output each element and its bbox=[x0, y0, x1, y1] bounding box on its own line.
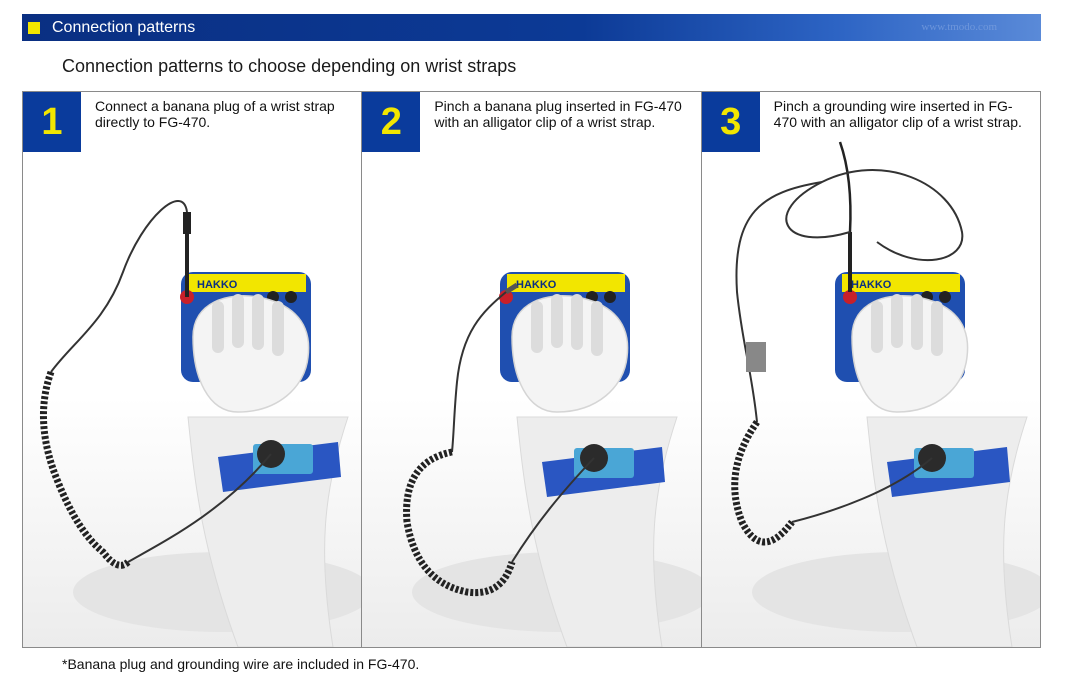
illustration-grounding-wire: HAKKO bbox=[730, 141, 1040, 647]
step-number-badge: 3 bbox=[701, 92, 760, 152]
section-header: Connection patterns www.tmodo.com bbox=[22, 14, 1041, 41]
header-square-icon bbox=[28, 22, 40, 34]
illustration-banana-alligator: HAKKO bbox=[403, 272, 701, 647]
device-brand-label: HAKKO bbox=[851, 279, 892, 291]
panel-1: HAKKO 1 Connect a banana plug of a wrist… bbox=[23, 92, 362, 647]
device-brand-label: HAKKO bbox=[197, 279, 238, 291]
step-description: Pinch a banana plug inserted in FG-470 w… bbox=[434, 98, 682, 130]
footnote: *Banana plug and grounding wire are incl… bbox=[62, 656, 420, 672]
step-number-badge: 2 bbox=[362, 92, 421, 152]
watermark: www.tmodo.com bbox=[921, 21, 997, 33]
panel-2: HAKKO 2 Pinch a banana plug inserted in … bbox=[361, 92, 701, 647]
connection-panels: HAKKO 1 Connect a banana plug of a wrist… bbox=[22, 91, 1041, 648]
step-description: Pinch a grounding wire inserted in FG-47… bbox=[773, 98, 1022, 130]
section-title: Connection patterns bbox=[52, 19, 196, 36]
step-description: Connect a banana plug of a wrist strap d… bbox=[95, 98, 335, 130]
panel-3: HAKKO 3 Pinch a grounding wire inserted … bbox=[700, 92, 1040, 647]
illustration-direct-banana: HAKKO bbox=[40, 200, 362, 647]
page-subtitle: Connection patterns to choose depending … bbox=[62, 56, 517, 76]
step-number-badge: 1 bbox=[23, 92, 81, 152]
device-brand-label: HAKKO bbox=[516, 279, 557, 291]
